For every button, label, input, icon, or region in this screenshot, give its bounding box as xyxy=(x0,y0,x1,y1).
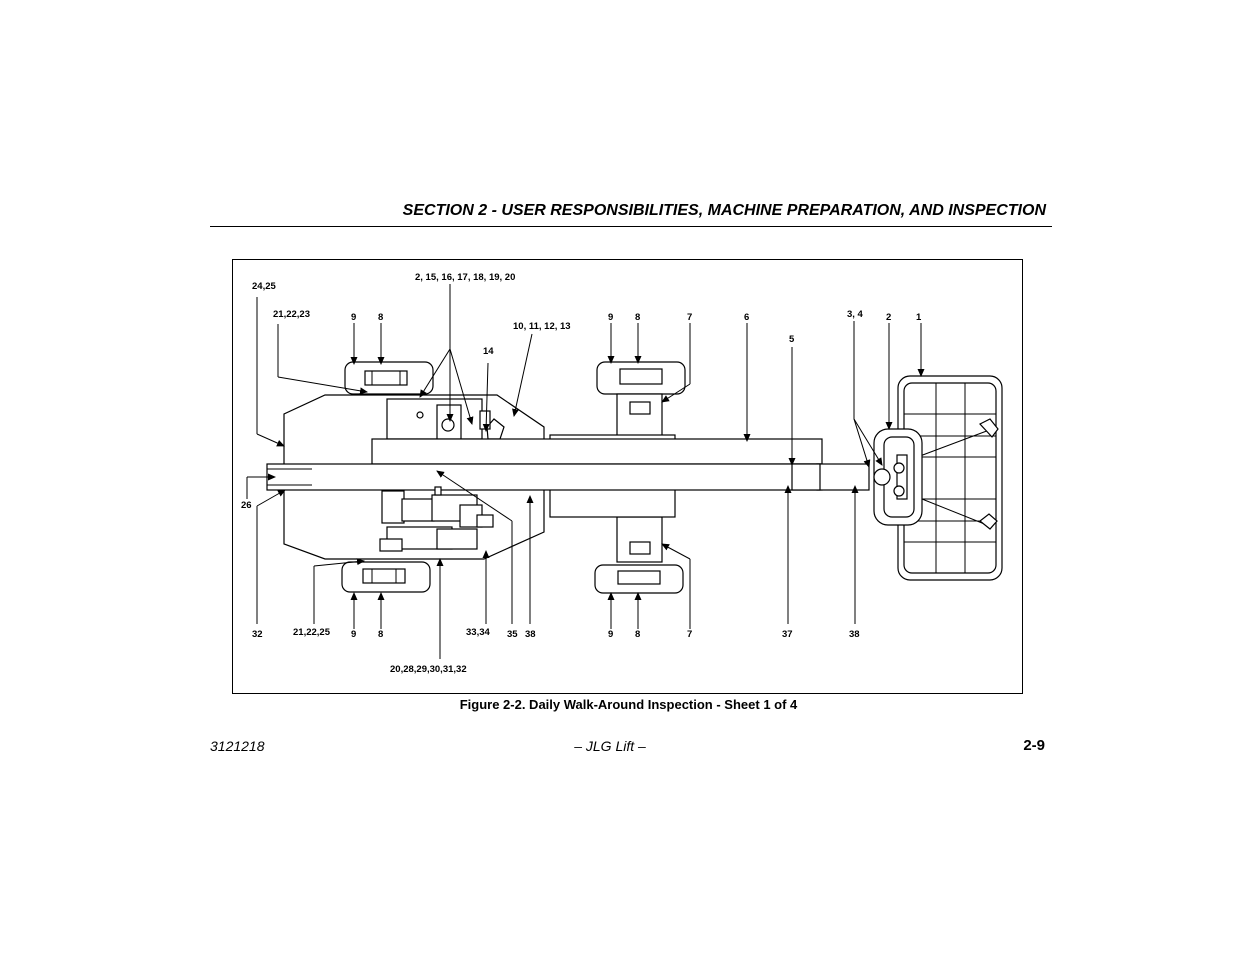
callout-7-a: 7 xyxy=(687,312,692,323)
boom-assembly xyxy=(266,438,870,496)
callout-35: 35 xyxy=(507,629,518,640)
callout-14: 14 xyxy=(483,346,494,357)
callout-2: 2 xyxy=(886,312,891,323)
tire-rear-left xyxy=(596,361,686,395)
callout-3-4: 3, 4 xyxy=(847,309,864,320)
callout-leaders xyxy=(246,284,925,659)
callout-21-25: 21,22,25 xyxy=(293,627,331,638)
callout-9-b: 9 xyxy=(608,312,613,323)
callout-9-d: 9 xyxy=(608,629,613,640)
platform xyxy=(873,375,1003,581)
callout-9-c: 9 xyxy=(351,629,356,640)
section-title: SECTION 2 - USER RESPONSIBILITIES, MACHI… xyxy=(402,202,1046,219)
callout-1: 1 xyxy=(916,312,922,323)
callout-24-25: 24,25 xyxy=(252,281,276,292)
callout-7-b: 7 xyxy=(687,629,692,640)
tire-front-right xyxy=(341,561,431,593)
figure-frame xyxy=(232,259,1023,694)
callout-8-b: 8 xyxy=(635,312,640,323)
callout-32: 32 xyxy=(252,629,263,640)
inspection-diagram: 24,25 2, 15, 16, 17, 18, 19, 20 21,22,23… xyxy=(241,272,1003,675)
callout-20-32: 20,28,29,30,31,32 xyxy=(390,664,467,675)
callout-33-34: 33,34 xyxy=(466,627,490,638)
document-number: 3121218 xyxy=(210,738,265,754)
callout-38-b: 38 xyxy=(849,629,860,640)
callout-2-20: 2, 15, 16, 17, 18, 19, 20 xyxy=(415,272,515,283)
engine-components-lower xyxy=(379,490,494,552)
page-number: 2-9 xyxy=(1023,737,1045,754)
footer-brand: – JLG Lift – xyxy=(574,738,646,754)
callout-10-13: 10, 11, 12, 13 xyxy=(513,321,571,332)
callout-8-c: 8 xyxy=(378,629,383,640)
callout-labels: 24,25 2, 15, 16, 17, 18, 19, 20 21,22,23… xyxy=(241,272,922,675)
callout-9-a: 9 xyxy=(351,312,356,323)
callout-8-d: 8 xyxy=(635,629,640,640)
callout-5: 5 xyxy=(789,334,795,345)
callout-37: 37 xyxy=(782,629,793,640)
callout-26: 26 xyxy=(241,500,252,511)
tire-rear-right xyxy=(594,564,684,594)
callout-6: 6 xyxy=(744,312,749,323)
tire-front-left xyxy=(344,361,434,395)
section-header: SECTION 2 - USER RESPONSIBILITIES, MACHI… xyxy=(210,200,1052,227)
figure-caption: Figure 2-2. Daily Walk-Around Inspection… xyxy=(459,697,798,712)
callout-21-23: 21,22,23 xyxy=(273,309,310,320)
callout-38-a: 38 xyxy=(525,629,536,640)
callout-8-a: 8 xyxy=(378,312,383,323)
